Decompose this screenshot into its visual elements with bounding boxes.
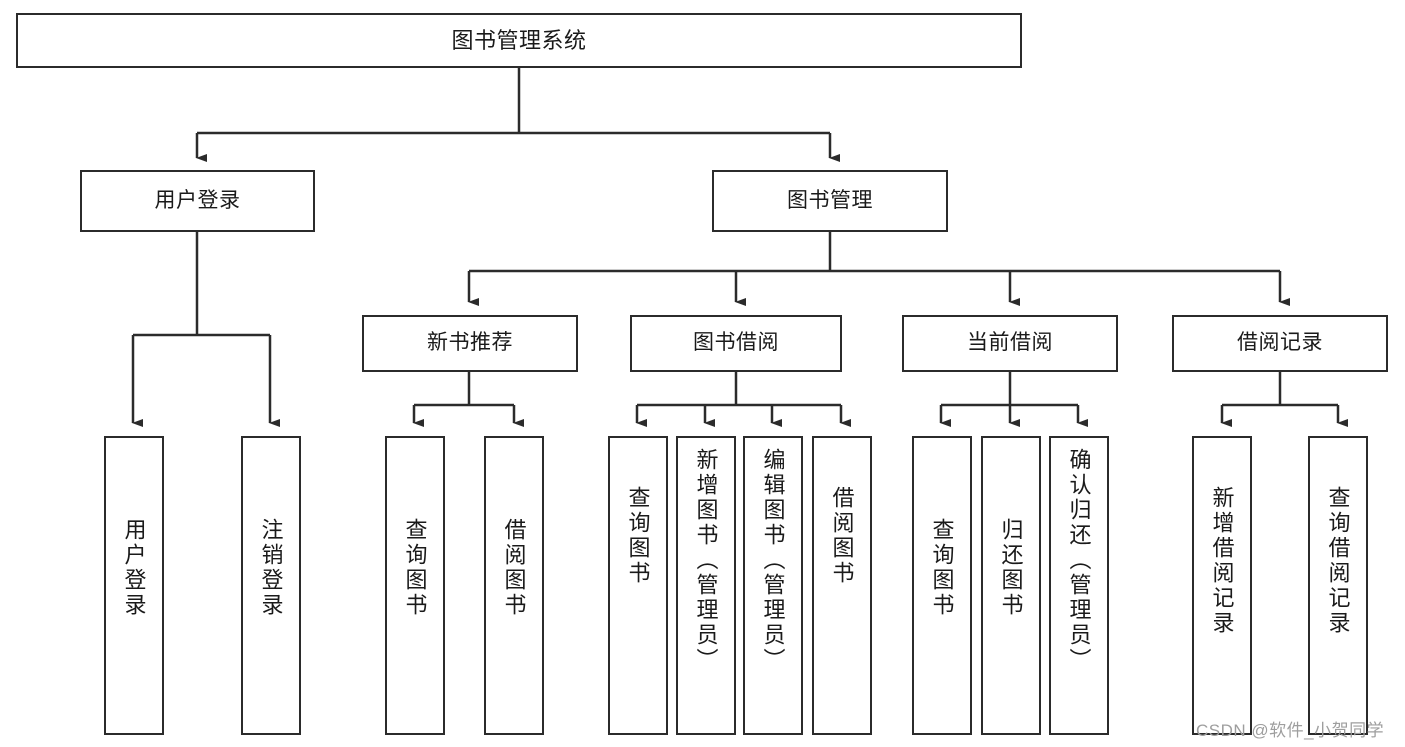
leaf-recommend-query-book[interactable]: 查询图书 — [385, 436, 445, 735]
leaf-recommend-borrow-book[interactable]: 借阅图书 — [484, 436, 544, 735]
node-label: 当前借阅 — [967, 331, 1053, 355]
node-label: 新增借阅记录 — [1209, 486, 1235, 636]
node-label: 图书管理 — [787, 188, 873, 212]
leaf-borrow-edit-book-admin[interactable]: 编辑图书（管理员） — [743, 436, 803, 735]
csdn-watermark: CSDN @软件_小贺同学 — [1196, 721, 1385, 740]
leaf-record-add-record[interactable]: 新增借阅记录 — [1192, 436, 1252, 735]
node-borrow-record[interactable]: 借阅记录 — [1172, 315, 1388, 372]
leaf-borrow-borrow-book[interactable]: 借阅图书 — [812, 436, 872, 735]
leaf-borrow-query-book[interactable]: 查询图书 — [608, 436, 668, 735]
node-user-login[interactable]: 用户登录 — [80, 170, 315, 232]
node-label: 新增图书（管理员） — [693, 448, 719, 673]
leaf-borrow-add-book-admin[interactable]: 新增图书（管理员） — [676, 436, 736, 735]
node-label: 归还图书 — [998, 518, 1024, 618]
leaf-current-confirm-return-admin[interactable]: 确认归还（管理员） — [1049, 436, 1109, 735]
leaf-current-return-book[interactable]: 归还图书 — [981, 436, 1041, 735]
node-current-borrow[interactable]: 当前借阅 — [902, 315, 1118, 372]
node-root-system[interactable]: 图书管理系统 — [16, 13, 1022, 68]
node-label: 注销登录 — [258, 518, 284, 618]
node-label: 新书推荐 — [427, 331, 513, 355]
node-label: 查询借阅记录 — [1325, 486, 1351, 636]
node-label: 借阅图书 — [501, 518, 527, 618]
leaf-record-query-record[interactable]: 查询借阅记录 — [1308, 436, 1368, 735]
leaf-current-query-book[interactable]: 查询图书 — [912, 436, 972, 735]
node-label: 查询图书 — [929, 518, 955, 618]
node-label: 图书管理系统 — [451, 27, 587, 53]
node-label: 借阅图书 — [829, 486, 855, 586]
node-label: 查询图书 — [625, 486, 651, 586]
node-label: 借阅记录 — [1237, 331, 1323, 355]
node-label: 用户登录 — [154, 188, 241, 212]
node-label: 图书借阅 — [693, 331, 779, 355]
node-label: 编辑图书（管理员） — [760, 448, 786, 673]
node-book-borrow[interactable]: 图书借阅 — [630, 315, 842, 372]
node-label: 用户登录 — [121, 518, 147, 618]
leaf-user-login-login[interactable]: 用户登录 — [104, 436, 164, 735]
node-label: 确认归还（管理员） — [1066, 448, 1092, 673]
node-new-book-recommend[interactable]: 新书推荐 — [362, 315, 578, 372]
leaf-user-login-logout[interactable]: 注销登录 — [241, 436, 301, 735]
node-label: 查询图书 — [402, 518, 428, 618]
node-book-management[interactable]: 图书管理 — [712, 170, 948, 232]
